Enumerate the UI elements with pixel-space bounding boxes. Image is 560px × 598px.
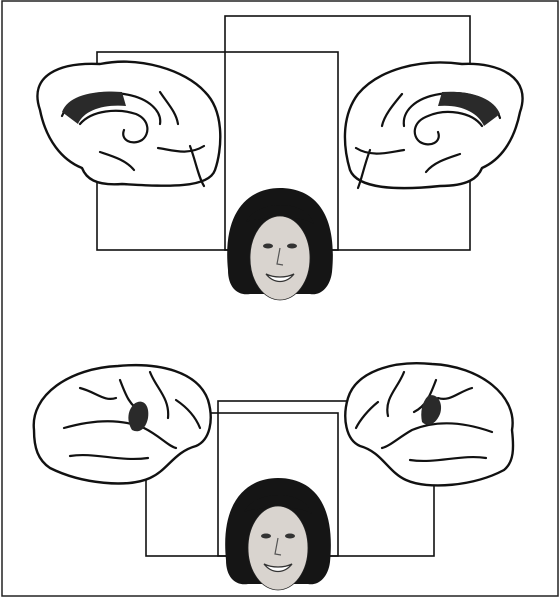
brain-lateral-left	[34, 365, 211, 483]
top-panel-medial-views	[37, 16, 522, 300]
face-photo-bottom	[225, 478, 331, 590]
brain-medial-left	[37, 62, 220, 186]
brain-medial-right	[345, 62, 523, 188]
bottom-panel-lateral-views	[34, 363, 513, 590]
face-photo-top	[227, 188, 333, 300]
brain-lateral-right	[345, 363, 513, 485]
